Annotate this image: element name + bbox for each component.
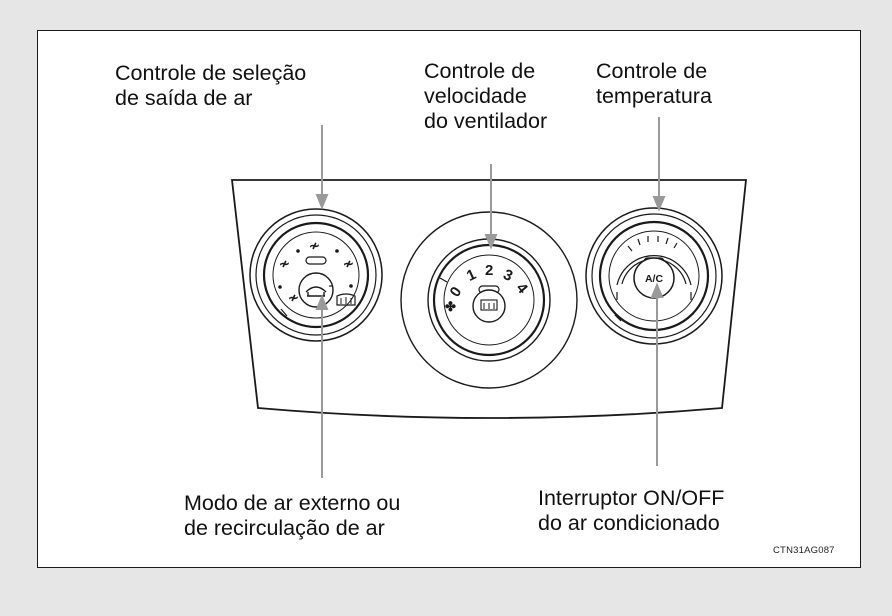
recirculation-button xyxy=(298,272,334,308)
figure-code: CTN31AG087 xyxy=(773,545,835,556)
temperature-label: Controle de temperatura xyxy=(596,59,712,108)
ac-button-label: A/C xyxy=(645,273,664,285)
temperature-scale xyxy=(616,236,692,300)
fan-icon: ✤ xyxy=(445,299,456,314)
svg-text:≁: ≁ xyxy=(309,238,320,253)
svg-text:≁: ≁ xyxy=(343,256,354,271)
fan-speed-knob[interactable]: ✤ 0 1 2 3 4 xyxy=(400,211,578,389)
defrost-icon xyxy=(336,293,356,306)
fan-speed-2: 2 xyxy=(485,262,493,279)
air-outlet-knob[interactable]: ≁ ≁ ≁ ≁ xyxy=(249,208,383,342)
ac-switch-label: Interruptor ON/OFF do ar condicionado xyxy=(538,486,725,535)
rear-defrost-icon xyxy=(480,299,498,311)
vent-mode-icons: ≁ ≁ ≁ ≁ xyxy=(279,238,354,305)
callout-arrows xyxy=(315,117,666,478)
recirculation-label: Modo de ar externo ou de recirculação de… xyxy=(184,491,401,540)
fan-speed-label: Controle de velocidade do ventilador xyxy=(424,59,548,133)
svg-text:≁: ≁ xyxy=(288,290,299,305)
air-outlet-label: Controle de seleção de saída de ar xyxy=(115,61,307,110)
temperature-knob[interactable]: A/C xyxy=(585,207,723,345)
svg-text:≁: ≁ xyxy=(279,256,290,271)
